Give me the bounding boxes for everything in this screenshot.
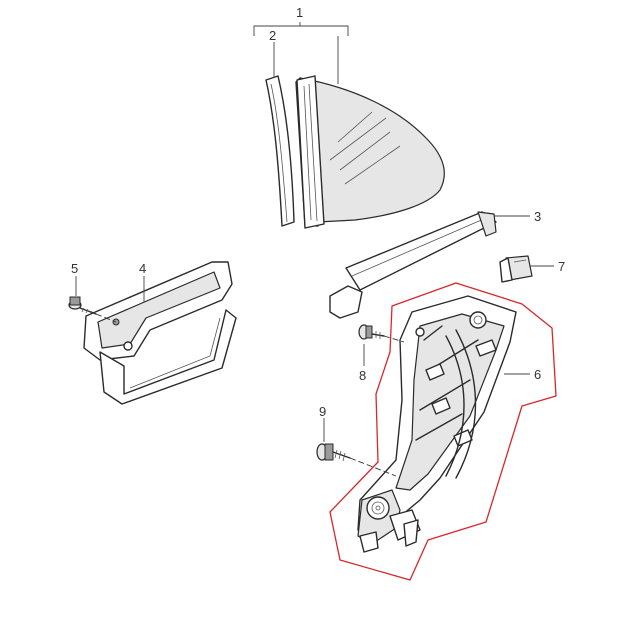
callout-6: 6 [534, 367, 541, 382]
part-6-window-regulator[interactable] [357, 295, 517, 553]
callout-7: 7 [558, 259, 565, 274]
part-4-mounting-bracket[interactable] [83, 261, 237, 405]
callout-leaders [75, 22, 554, 442]
part-6-highlight-outline [329, 282, 557, 581]
callout-2: 2 [269, 28, 276, 43]
callout-9: 9 [319, 404, 326, 419]
part-5-bolt[interactable] [68, 296, 97, 316]
part-2-window-channel[interactable] [265, 75, 295, 227]
part-8-screw[interactable] [358, 324, 385, 340]
callout-8: 8 [359, 368, 366, 383]
callout-5: 5 [71, 261, 78, 276]
callout-1: 1 [296, 5, 303, 20]
part-7-clip[interactable] [499, 255, 533, 283]
part-9-stud-bolt[interactable] [316, 443, 351, 462]
callout-3: 3 [534, 209, 541, 224]
assembly-axes [95, 313, 405, 477]
part-1-glass-seal[interactable] [296, 75, 325, 229]
callout-4: 4 [139, 261, 146, 276]
part-3-belt-moulding[interactable] [329, 211, 497, 319]
